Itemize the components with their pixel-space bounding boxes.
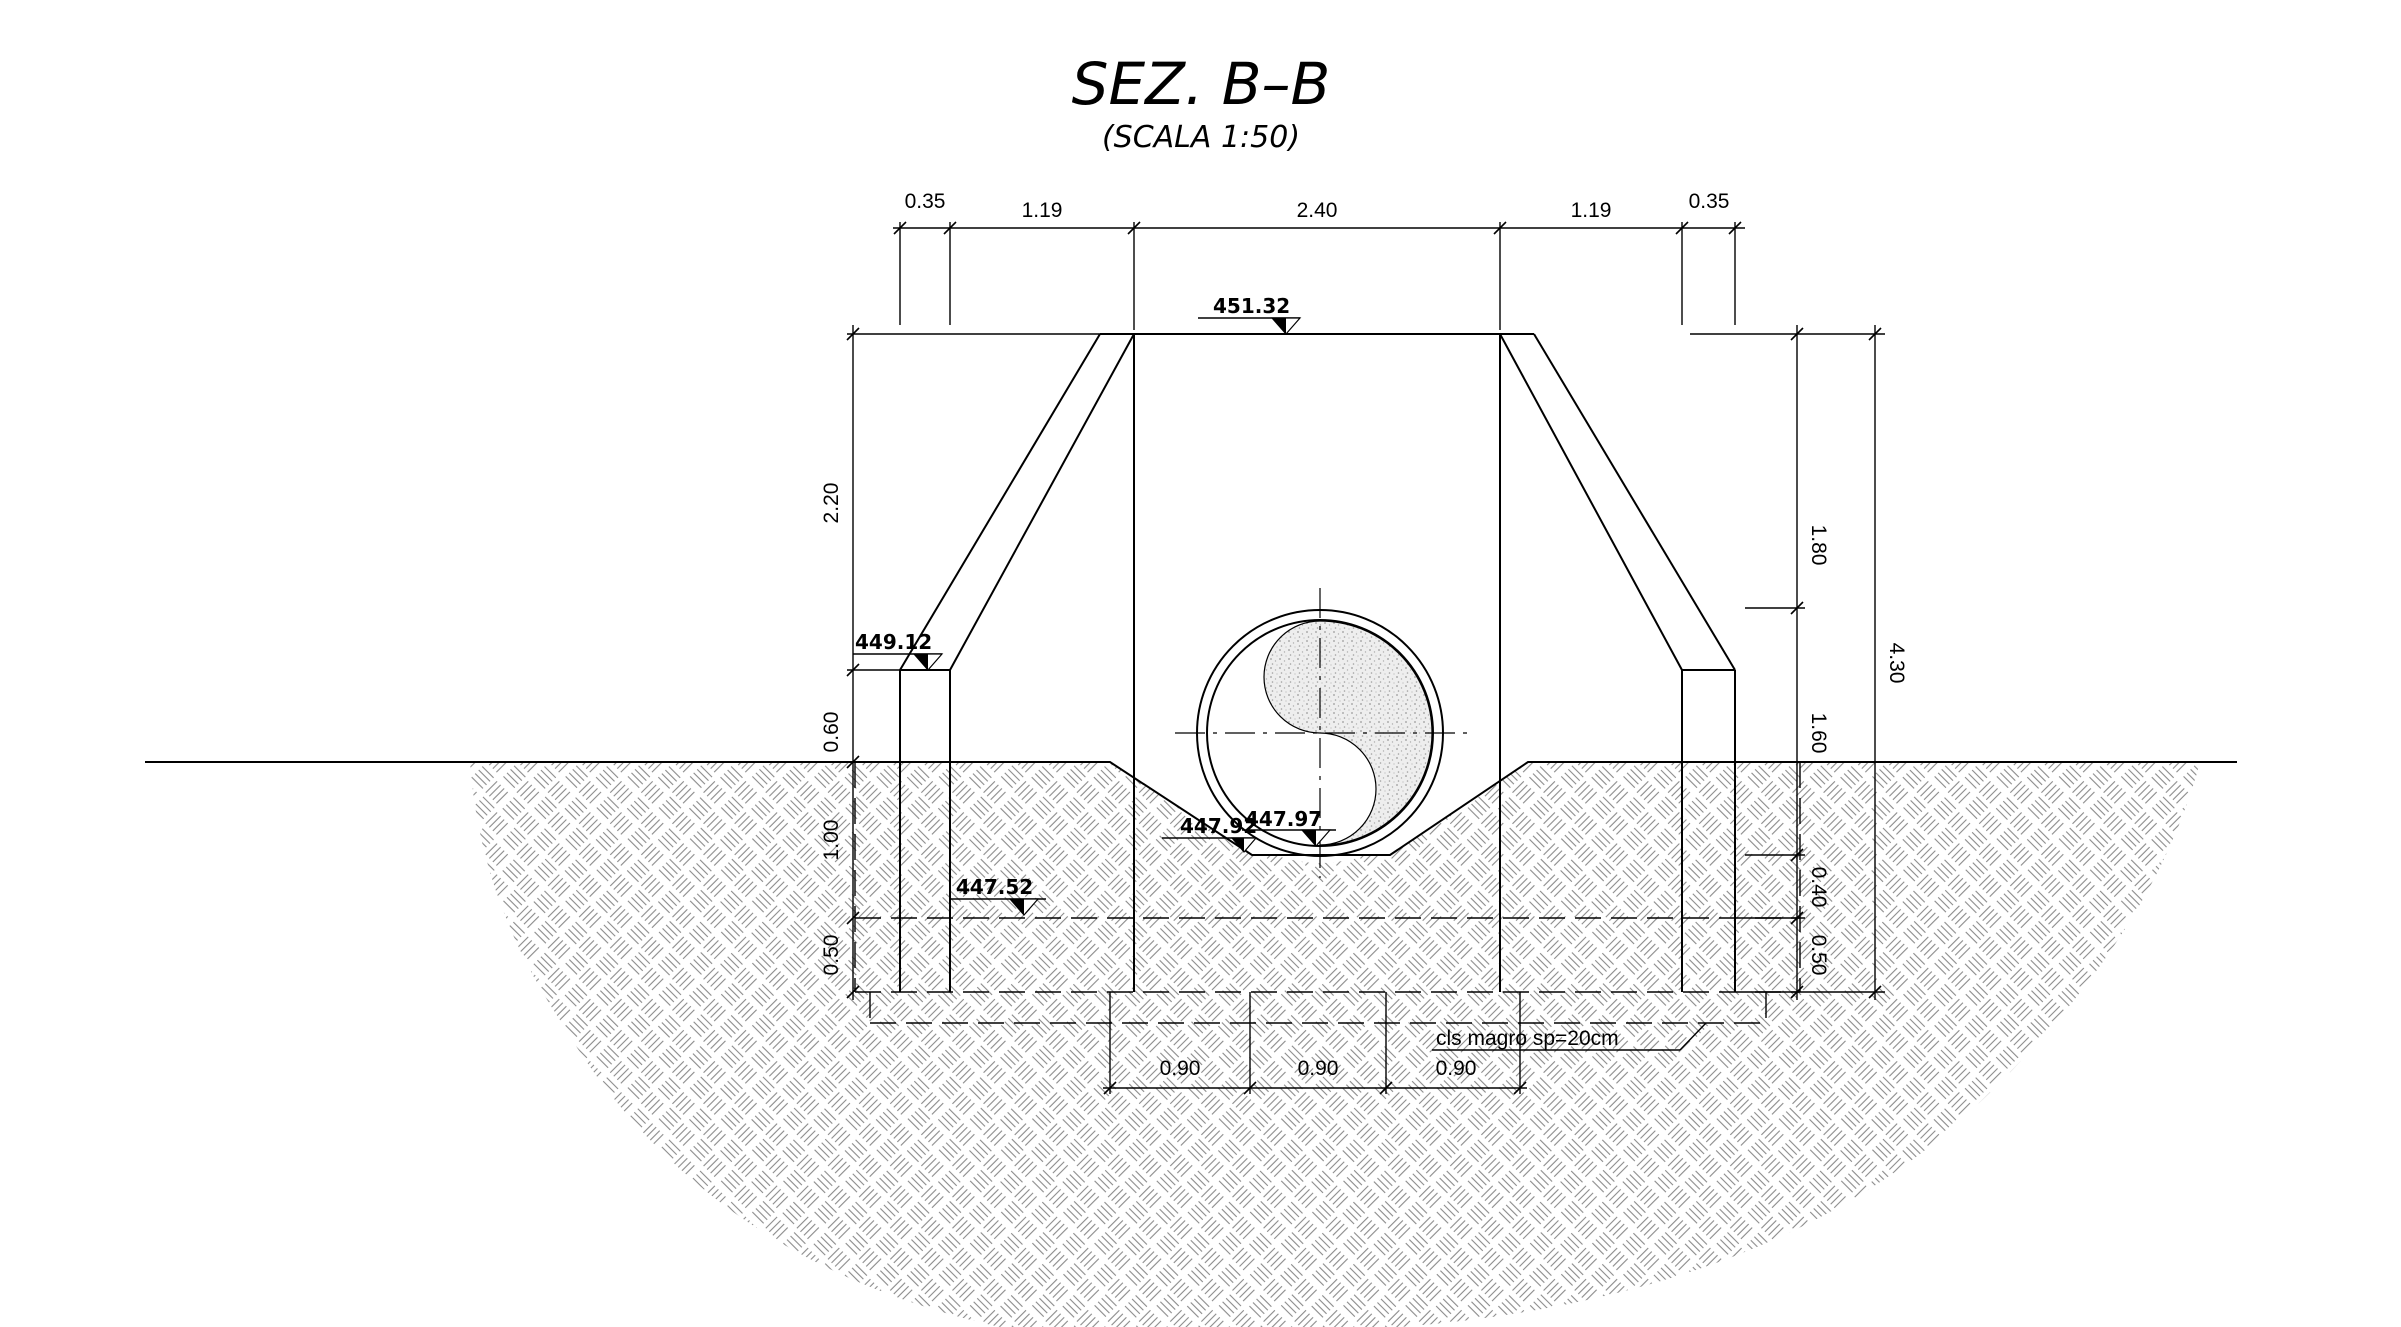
dim-top-2: 1.19: [1022, 199, 1063, 222]
level-invert-left: 447.92: [1162, 814, 1258, 853]
dim-right-1: 1.80: [1807, 525, 1830, 566]
dim-bottom-2: 0.90: [1298, 1057, 1339, 1080]
dim-bottom-1: 0.90: [1160, 1057, 1201, 1080]
dim-left-1: 2.20: [820, 483, 843, 524]
level-left-wall-label: 449.12: [855, 630, 932, 654]
level-invert-left-label: 447.92: [1180, 814, 1257, 838]
dim-top-1: 0.35: [905, 190, 946, 213]
level-left-wall: 449.12: [853, 630, 944, 671]
headwall: [899, 333, 1736, 992]
level-invert-right: 447.97: [1242, 807, 1336, 847]
level-markers: 451.32 449.12 447.52 447.92 447.97: [853, 294, 1336, 916]
dim-left-3: 1.00: [820, 820, 843, 861]
dims-right: 1.80 1.60 0.40 0.50 4.30: [1690, 325, 1908, 1000]
soil-hatch: [470, 762, 2200, 1327]
level-foundation: 447.52: [950, 875, 1046, 916]
dim-left-4: 0.50: [820, 935, 843, 976]
level-foundation-label: 447.52: [956, 875, 1033, 899]
foundation-outline: [854, 762, 1801, 1024]
level-top: 451.32: [1198, 294, 1302, 335]
dim-bottom-3: 0.90: [1436, 1057, 1477, 1080]
drawing-scale: (SCALA 1:50): [1102, 120, 1300, 155]
dim-right-3: 0.40: [1807, 867, 1830, 908]
pipe: [1175, 588, 1467, 878]
dim-top-5: 0.35: [1689, 190, 1730, 213]
level-invert-right-label: 447.97: [1245, 807, 1322, 831]
dims-bottom: 0.90 0.90 0.90: [1103, 992, 1527, 1095]
dim-right-4: 0.50: [1807, 935, 1830, 976]
lean-concrete-label: cls magro sp=20cm: [1436, 1027, 1619, 1050]
dims-left: 2.20 0.60 1.00 0.50: [820, 325, 1100, 1000]
dim-right-total: 4.30: [1885, 643, 1908, 684]
dim-top-4: 1.19: [1571, 199, 1612, 222]
dim-left-2: 0.60: [820, 712, 843, 753]
dims-top: 0.35 1.19 2.40 1.19 0.35: [893, 190, 1745, 330]
level-top-label: 451.32: [1213, 294, 1290, 318]
dim-right-2: 1.60: [1807, 713, 1830, 754]
dim-top-3: 2.40: [1297, 199, 1338, 222]
lean-concrete-note: cls magro sp=20cm: [1432, 1022, 1707, 1051]
drawing-title: SEZ. B–B: [1072, 50, 1331, 118]
